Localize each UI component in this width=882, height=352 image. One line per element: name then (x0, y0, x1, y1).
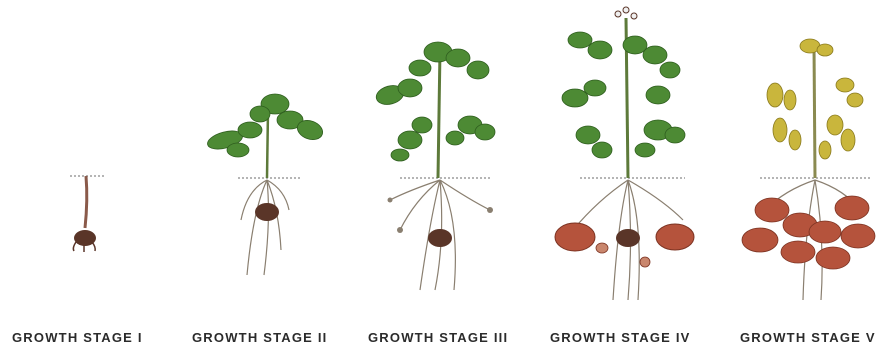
seed-potato-sprout-icon (0, 0, 170, 320)
stage-1: GROWTH STAGE I (0, 0, 170, 352)
stage-3: GROWTH STAGE III (360, 0, 535, 352)
potato-plant-stolons-icon (360, 0, 535, 320)
stage-label: GROWTH STAGE V (740, 330, 876, 345)
stage-2: GROWTH STAGE II (180, 0, 350, 352)
stage-label: GROWTH STAGE II (192, 330, 327, 345)
potato-plant-tuber-initiation-icon (540, 0, 720, 320)
stage-label: GROWTH STAGE III (368, 330, 508, 345)
stage-4: GROWTH STAGE IV (540, 0, 720, 352)
stage-label: GROWTH STAGE IV (550, 330, 691, 345)
potato-plant-maturation-icon (730, 0, 882, 320)
stage-label: GROWTH STAGE I (12, 330, 143, 345)
young-potato-plant-icon (180, 0, 350, 320)
stage-5: GROWTH STAGE V (730, 0, 882, 352)
